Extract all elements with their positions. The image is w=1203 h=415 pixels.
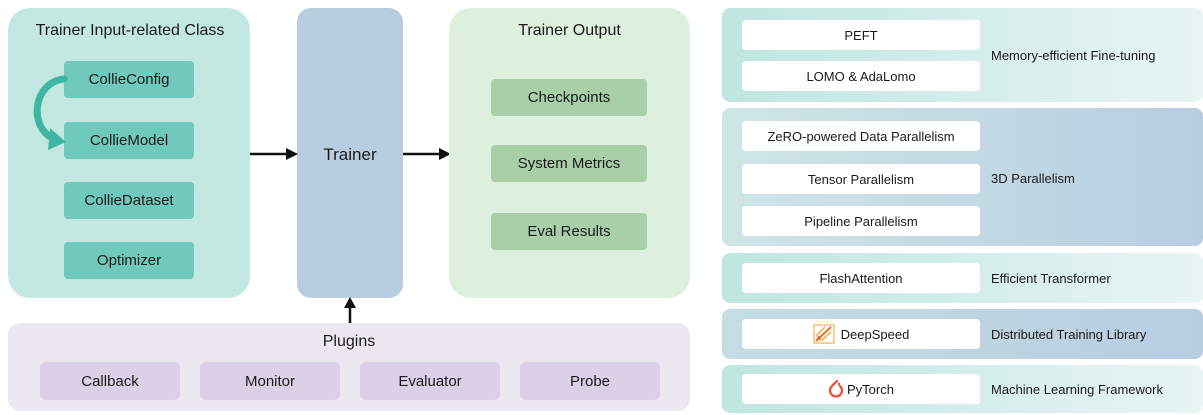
eval-results-chip: Eval Results [491, 213, 647, 250]
deepspeed-logo-icon [813, 324, 835, 344]
peft-box: PEFT [742, 20, 980, 50]
plugins-title: Plugins [322, 333, 376, 350]
trainer-label: Trainer [323, 145, 377, 164]
collie-model-chip: CollieModel [64, 122, 194, 159]
trainer-to-output-arrow-icon [403, 148, 451, 160]
deepspeed-box: DeepSpeed [742, 319, 980, 349]
pytorch-label: PyTorch [847, 381, 894, 397]
optimizer-chip: Optimizer [64, 242, 194, 279]
pipeline-parallel-box: Pipeline Parallelism [742, 206, 980, 236]
config-to-model-arrow-icon [33, 75, 68, 150]
collie-dataset-chip: CollieDataset [64, 182, 194, 219]
input-panel-title: Trainer Input-related Class [35, 22, 225, 39]
efficient-transformer-label: Efficient Transformer [991, 270, 1111, 286]
system-metrics-chip: System Metrics [491, 145, 647, 182]
evaluator-chip: Evaluator [360, 362, 500, 400]
memory-efficient-label: Memory-efficient Fine-tuning [991, 47, 1156, 63]
monitor-chip: Monitor [200, 362, 340, 400]
pytorch-box: PyTorch [742, 374, 980, 404]
checkpoints-chip: Checkpoints [491, 79, 647, 116]
lomo-box: LOMO & AdaLomo [742, 61, 980, 91]
distributed-training-label: Distributed Training Library [991, 326, 1147, 342]
input-to-trainer-arrow-icon [250, 148, 298, 160]
deepspeed-label: DeepSpeed [840, 326, 910, 342]
zero-parallel-box: ZeRO-powered Data Parallelism [742, 121, 980, 151]
plugins-to-trainer-arrow-icon [344, 297, 356, 324]
trainer-block [297, 8, 403, 298]
parallelism-label: 3D Parallelism [991, 170, 1075, 186]
output-panel-title: Trainer Output [518, 22, 621, 39]
ml-framework-label: Machine Learning Framework [991, 381, 1163, 397]
probe-chip: Probe [520, 362, 660, 400]
collie-config-chip: CollieConfig [64, 61, 194, 98]
callback-chip: Callback [40, 362, 180, 400]
flashattention-box: FlashAttention [742, 263, 980, 293]
tensor-parallel-box: Tensor Parallelism [742, 164, 980, 194]
pytorch-logo-icon [828, 379, 844, 398]
